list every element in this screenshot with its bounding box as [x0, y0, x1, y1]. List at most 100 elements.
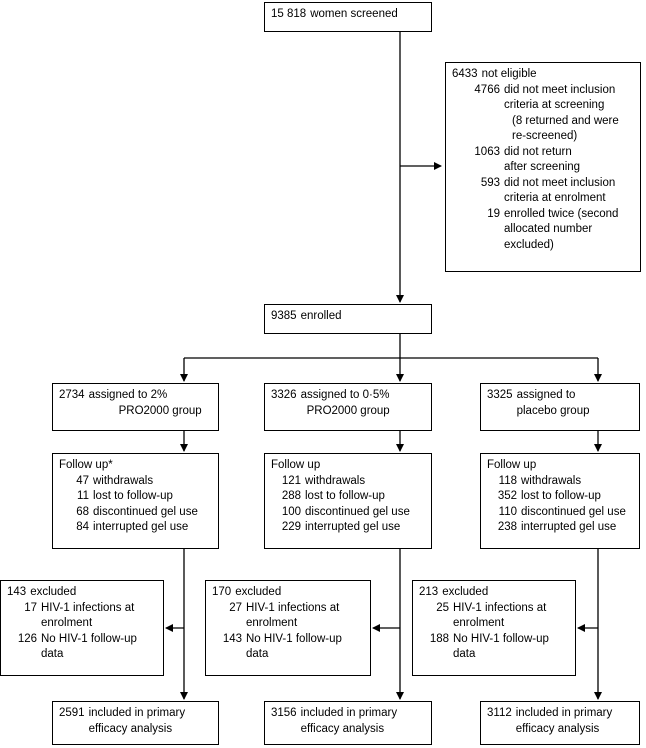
box-text: enrolled twice (second allocated number …	[504, 207, 619, 251]
count-value: 143	[222, 632, 242, 645]
count-value: 2591	[59, 707, 85, 719]
count-value: 238	[497, 521, 517, 533]
box-text: discontinued gel use	[93, 505, 198, 518]
box-text: assigned to 2%PRO2000 group	[88, 389, 202, 417]
not-eligible-item: 593 did not meet inclusion criteria at e…	[452, 176, 634, 207]
count-value: 118	[498, 474, 517, 487]
box-text: interrupted gel use	[305, 521, 401, 533]
count-value: 100	[281, 505, 301, 518]
box-text: enrolled	[300, 310, 342, 322]
count-value: 11	[77, 490, 89, 502]
box-text: assigned to 0·5%PRO2000 group	[300, 389, 390, 417]
box-line: 47 withdrawals	[59, 474, 212, 490]
box-text: did not meet inclusion criteria at enrol…	[504, 176, 616, 205]
count-value: 121	[281, 474, 301, 487]
count-value: 84	[76, 521, 89, 533]
count-value: 593	[480, 176, 500, 189]
count-value: 68	[76, 505, 89, 518]
count-value: 110	[498, 505, 517, 518]
count-value: 3326	[271, 389, 297, 401]
box-text: withdrawals	[521, 474, 582, 487]
box-line: 288 lost to follow-up	[271, 489, 425, 505]
count-value: 3112	[487, 707, 512, 719]
count-value: 126	[17, 632, 37, 645]
box-text: lost to follow-up	[521, 490, 601, 502]
box-text: did not return after screening	[504, 145, 581, 174]
box-line: 11 lost to follow-up	[59, 489, 212, 505]
box-text: excluded	[235, 586, 282, 598]
box-text: lost to follow-up	[305, 490, 385, 502]
count-value: 213	[419, 586, 439, 598]
box-line: 352 lost to follow-up	[487, 489, 633, 505]
box-line: 2734 assigned to 2%PRO2000 group	[59, 388, 212, 419]
count-value: 170	[212, 586, 232, 598]
box-text: discontinued gel use	[305, 505, 410, 518]
count-value: 3325	[487, 389, 513, 401]
count-value: 4766	[474, 83, 500, 96]
count-value: 229	[281, 521, 301, 533]
not-eligible-count: 6433	[452, 68, 478, 80]
count-value: 288	[281, 490, 301, 502]
followup-title: Follow up	[487, 459, 537, 471]
count-value: 47	[76, 474, 89, 487]
box-line: 118 withdrawals	[487, 474, 633, 490]
arm2-assigned-box: 3326 assigned to 0·5%PRO2000 group	[264, 383, 432, 431]
box-line: 100 discontinued gel use	[271, 505, 425, 521]
box-line: 3326 assigned to 0·5%PRO2000 group	[271, 388, 425, 419]
box-text: interrupted gel use	[521, 521, 617, 533]
count-value: 1063	[474, 145, 500, 158]
enrolled-count: 9385	[271, 310, 297, 322]
box-text: did not meet inclusion criteria at scree…	[504, 83, 619, 143]
box-text: excluded	[442, 586, 489, 598]
box-text: lost to follow-up	[93, 490, 173, 502]
arm3-followup-box: Follow up 118 withdrawals 352 lost to foll…	[480, 453, 640, 549]
box-text: withdrawals	[93, 474, 154, 487]
box-line: 84 interrupted gel use	[59, 520, 212, 536]
not-eligible-item: 19 enrolled twice (second allocated numb…	[452, 207, 634, 254]
box-text: not eligible	[481, 68, 537, 80]
screened-count: 15 818	[271, 8, 307, 20]
count-value: 25	[436, 601, 449, 614]
count-value: 352	[497, 490, 517, 502]
box-line: 238 interrupted gel use	[487, 520, 633, 536]
box-text: interrupted gel use	[93, 521, 189, 533]
count-value: 19	[487, 207, 500, 220]
not-eligible-item: 4766 did not meet inclusion criteria at …	[452, 83, 634, 145]
box-text: excluded	[30, 586, 77, 598]
count-value: 188	[429, 632, 449, 645]
box-text: discontinued gel use	[521, 505, 626, 518]
box-line: 110 discontinued gel use	[487, 505, 633, 521]
